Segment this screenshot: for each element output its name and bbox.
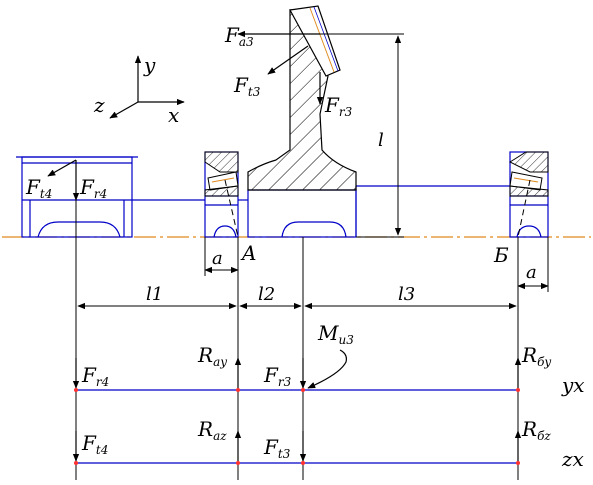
axis-y-label: y bbox=[143, 53, 156, 77]
yx-mu3-label: Mu3 bbox=[317, 321, 354, 347]
dimension-a-left-label: a bbox=[212, 248, 223, 269]
gear3-forces: Fa3 Ft3 Fr3 bbox=[224, 23, 404, 119]
dimension-a-left: a bbox=[204, 237, 239, 276]
dimension-a-right-label: a bbox=[526, 262, 537, 283]
dimension-l3-label: l3 bbox=[398, 284, 415, 305]
span-dimensions: l1 l2 l3 bbox=[77, 284, 517, 310]
zx-raz-label: Raz bbox=[197, 417, 227, 443]
dimension-a-right: a bbox=[517, 237, 549, 292]
reference-lines bbox=[75, 200, 519, 480]
plane-zx-label: zx bbox=[561, 447, 584, 471]
force-fa3-label: Fa3 bbox=[224, 23, 254, 49]
yx-rby-label: Rбy bbox=[521, 343, 551, 369]
support-a-label: A bbox=[240, 241, 256, 265]
plane-zx-scheme: Ft4 Raz Ft3 Rбz zx bbox=[72, 417, 584, 471]
axis-z-label: z bbox=[93, 93, 105, 117]
zx-ft3-label: Ft3 bbox=[263, 435, 291, 461]
coordinate-axes: y x z bbox=[93, 53, 185, 127]
plane-yx-scheme: Fr4 Ray Fr3 Mu3 Rбy yx bbox=[72, 321, 585, 397]
dimension-l1-label: l1 bbox=[146, 284, 163, 305]
zx-rbz-label: Rбz bbox=[521, 417, 551, 443]
yx-fr3-label: Fr3 bbox=[263, 363, 292, 389]
force-fr4-label: Fr4 bbox=[79, 175, 107, 201]
gear4-forces: Ft4 Fr4 bbox=[25, 159, 107, 201]
support-b-label: Б bbox=[493, 243, 509, 267]
plane-yx-label: yx bbox=[561, 373, 585, 397]
zx-ft4-label: Ft4 bbox=[81, 431, 108, 457]
yx-fr4-label: Fr4 bbox=[81, 363, 109, 389]
left-bearing-rollers bbox=[204, 151, 239, 197]
force-fr3-label: Fr3 bbox=[324, 93, 353, 119]
yx-ray-label: Ray bbox=[197, 343, 227, 369]
dimension-l2-label: l2 bbox=[258, 284, 275, 305]
force-ft3-label: Ft3 bbox=[233, 73, 261, 99]
dimension-l-label: l bbox=[378, 130, 384, 151]
force-ft4-label: Ft4 bbox=[25, 175, 52, 201]
axis-x-label: x bbox=[168, 103, 179, 127]
gear-section bbox=[247, 5, 357, 191]
dimension-l: l bbox=[356, 35, 404, 238]
right-bearing-rollers bbox=[508, 151, 549, 197]
